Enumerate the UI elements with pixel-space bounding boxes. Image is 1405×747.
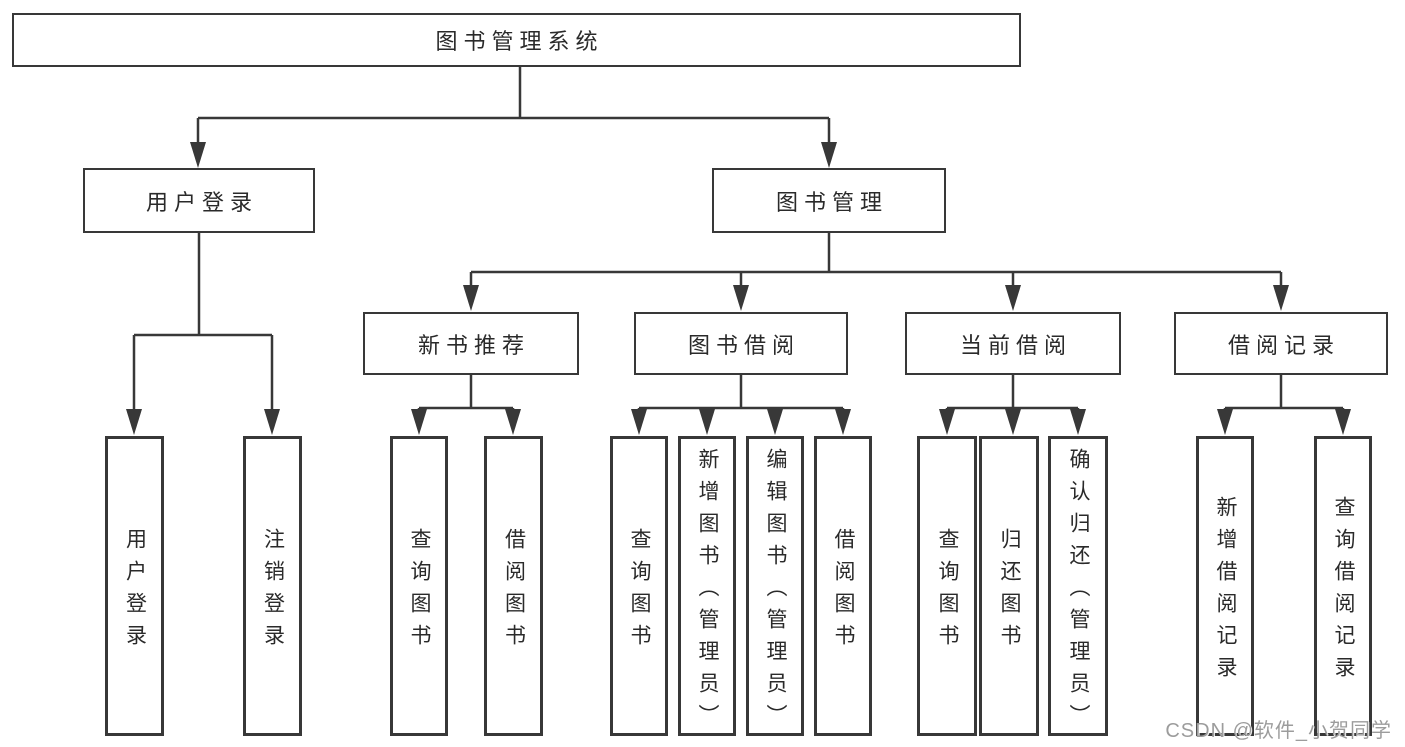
node-borrow-records: 借阅记录 xyxy=(1174,312,1388,375)
node-root-system: 图书管理系统 xyxy=(12,13,1021,67)
node-user-login-label: 用户登录 xyxy=(145,189,258,215)
node-book-management-label: 图书管理 xyxy=(775,189,888,215)
leaf-user-login-label: 用户登录 xyxy=(123,527,147,656)
leaf-bb-query-books-label: 查询图书 xyxy=(628,527,651,656)
leaf-nbr-query-books-label: 查询图书 xyxy=(408,527,431,656)
watermark: CSDN @软件_小贺同学 xyxy=(1165,720,1392,742)
leaf-bb-add-books-admin-label: 新增图书（管理员） xyxy=(696,447,719,736)
node-root-system-label: 图书管理系统 xyxy=(435,29,604,54)
node-current-borrow-label: 当前借阅 xyxy=(959,332,1072,358)
leaf-bb-query-books: 查询图书 xyxy=(610,436,668,736)
leaf-br-query-record-label: 查询借阅记录 xyxy=(1332,495,1355,688)
leaf-bb-borrow-books: 借阅图书 xyxy=(814,436,872,736)
leaf-br-add-record-label: 新增借阅记录 xyxy=(1214,495,1237,688)
node-book-borrow: 图书借阅 xyxy=(634,312,848,375)
leaf-nbr-borrow-books: 借阅图书 xyxy=(484,436,543,736)
leaf-cb-query-books: 查询图书 xyxy=(917,436,977,736)
leaf-logout-label: 注销登录 xyxy=(261,527,285,656)
leaf-cb-return-books-label: 归还图书 xyxy=(998,527,1021,656)
node-current-borrow: 当前借阅 xyxy=(905,312,1121,375)
leaf-cb-confirm-return-admin: 确认归还（管理员） xyxy=(1048,436,1108,736)
node-new-book-recommend: 新书推荐 xyxy=(363,312,579,375)
leaf-nbr-borrow-books-label: 借阅图书 xyxy=(502,527,526,656)
leaf-cb-confirm-return-admin-label: 确认归还（管理员） xyxy=(1067,447,1090,736)
leaf-nbr-query-books: 查询图书 xyxy=(390,436,448,736)
node-book-borrow-label: 图书借阅 xyxy=(687,332,800,358)
leaf-cb-query-books-label: 查询图书 xyxy=(936,527,959,656)
leaf-br-add-record: 新增借阅记录 xyxy=(1196,436,1254,736)
leaf-bb-add-books-admin: 新增图书（管理员） xyxy=(678,436,736,736)
node-borrow-records-label: 借阅记录 xyxy=(1227,332,1340,358)
leaf-cb-return-books: 归还图书 xyxy=(979,436,1039,736)
node-new-book-recommend-label: 新书推荐 xyxy=(417,332,530,358)
leaf-bb-edit-books-admin: 编辑图书（管理员） xyxy=(746,436,804,736)
leaf-logout: 注销登录 xyxy=(243,436,302,736)
leaf-bb-edit-books-admin-label: 编辑图书（管理员） xyxy=(764,447,787,736)
arrowheads xyxy=(126,142,1351,435)
node-book-management: 图书管理 xyxy=(712,168,946,233)
leaf-bb-borrow-books-label: 借阅图书 xyxy=(832,527,855,656)
node-user-login: 用户登录 xyxy=(83,168,315,233)
leaf-br-query-record: 查询借阅记录 xyxy=(1314,436,1372,736)
leaf-user-login: 用户登录 xyxy=(105,436,164,736)
